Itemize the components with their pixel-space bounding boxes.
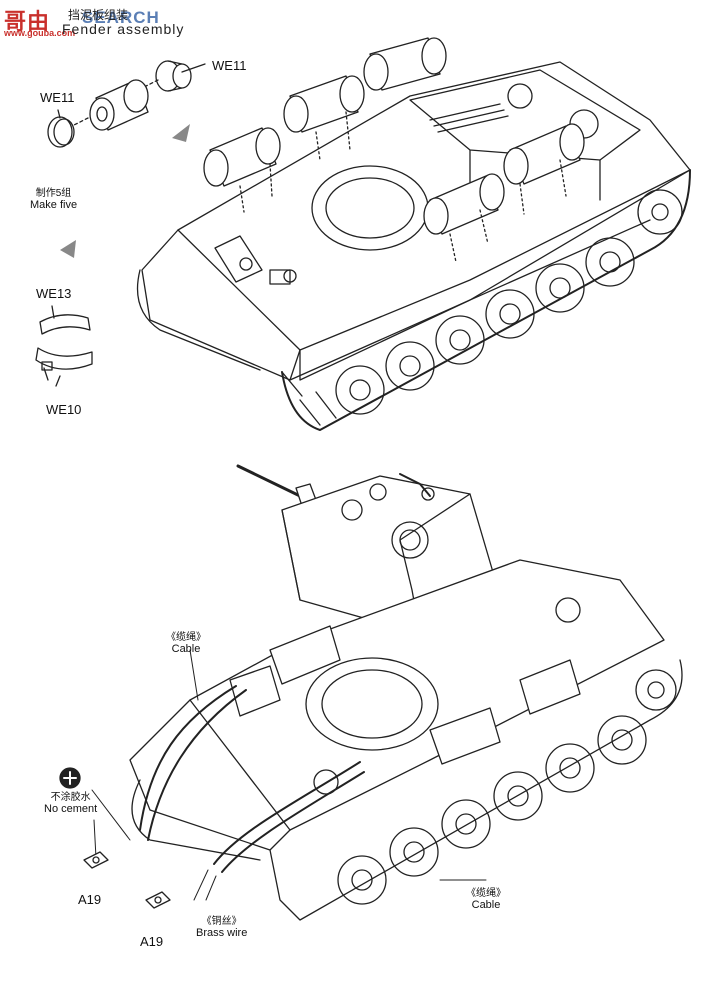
label-make-five-cn: 制作5组	[35, 188, 72, 199]
label-we11-left: WE11	[40, 90, 75, 105]
drum-locator-lines	[239, 111, 567, 263]
fuel-drum-4	[503, 123, 585, 185]
label-cable-left: 《缆绳》 Cable	[166, 628, 206, 655]
a19-part-2	[145, 891, 171, 909]
label-cable-left-cn: 《缆绳》	[166, 632, 206, 643]
label-no-cement-cn: 不涂胶水	[50, 792, 91, 803]
callout-leader-lines	[91, 649, 487, 901]
fuel-drum-1	[203, 127, 281, 187]
fuel-drum-5	[423, 173, 505, 235]
label-we13: WE13	[36, 286, 72, 301]
watermark-search: SEARCH	[82, 8, 160, 27]
a19-part-1	[83, 851, 109, 869]
label-brass-wire-cn: 《铜丝》	[201, 916, 242, 927]
lower-tank-hull	[129, 559, 683, 921]
label-we11-top: WE11	[212, 58, 247, 73]
label-cable-right: 《缆绳》 Cable	[466, 884, 506, 911]
label-no-cement: 不涂胶水 No cement	[44, 788, 97, 815]
we11-end-cap-part	[47, 116, 75, 148]
label-cable-right-en: Cable	[471, 899, 501, 911]
upper-tank-hull	[136, 61, 691, 431]
we13-clamp-part	[39, 305, 91, 335]
label-brass-wire: 《铜丝》 Brass wire	[196, 912, 247, 939]
label-cable-right-cn: 《缆绳》	[466, 888, 506, 899]
label-make-five-en: Make five	[30, 199, 78, 211]
fuel-drum-2	[283, 75, 365, 133]
we10-clamp-part	[35, 347, 93, 381]
label-cable-left-en: Cable	[171, 643, 201, 655]
watermark-brand: 哥由	[4, 9, 51, 34]
tow-cable-left	[139, 685, 247, 841]
label-make-five: 制作5组 Make five	[30, 184, 77, 211]
watermark-url: www.gouba.com	[4, 28, 76, 38]
section-title-en: Fender assembly	[62, 21, 185, 37]
label-a19-2: A19	[140, 934, 164, 949]
section-title-cn: 挡泥板组装	[68, 8, 129, 22]
assembly-arrow-1	[172, 124, 190, 142]
we11-drum-part	[89, 79, 149, 131]
section-header: 挡泥板组装 Fender assembly	[62, 6, 184, 37]
tow-cable-right	[213, 761, 365, 873]
site-watermark: 哥由 SEARCH www.gouba.com	[4, 4, 159, 38]
label-brass-wire-en: Brass wire	[196, 927, 248, 939]
we11-cap-part	[155, 60, 192, 92]
no-cement-icon	[59, 767, 81, 789]
assembly-arrow-2	[60, 240, 76, 258]
label-no-cement-en: No cement	[44, 803, 98, 815]
label-a19-1: A19	[78, 892, 102, 907]
fuel-drum-3	[363, 37, 447, 91]
label-we10: WE10	[46, 402, 82, 417]
